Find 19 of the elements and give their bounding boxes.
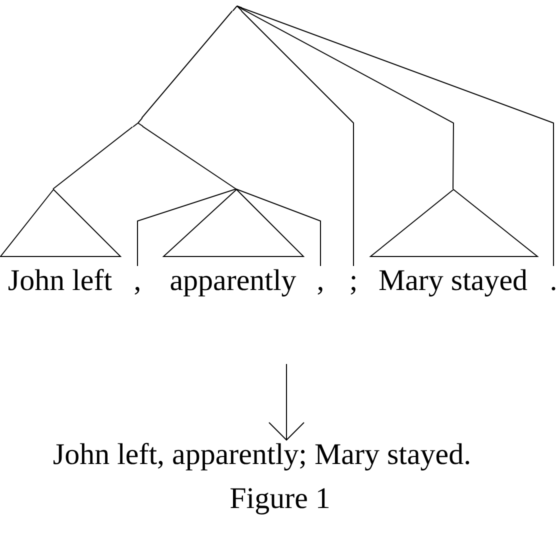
punctuation-label: ,: [316, 266, 324, 296]
punctuation-label: ;: [349, 266, 358, 296]
branch-line: [241, 10, 354, 266]
branch-point: [132, 118, 142, 128]
figure-caption: Figure 1: [230, 484, 330, 514]
branch-line: [142, 126, 236, 190]
branch-line: [52, 126, 133, 190]
word-label: apparently: [170, 266, 296, 296]
branch-line: [141, 10, 233, 118]
punctuation-label: ,: [134, 266, 142, 296]
word-label: Mary stayed: [378, 266, 528, 296]
branch-line: [241, 7, 554, 266]
arrow: [268, 364, 304, 440]
punctuation-label: .: [550, 266, 558, 296]
branch-line: [241, 8, 454, 190]
branch-line: [236, 188, 321, 266]
sentence-text: John left, apparently; Mary stayed.: [52, 440, 472, 470]
branch-line: [137, 188, 236, 266]
word-label: John left: [8, 266, 112, 296]
